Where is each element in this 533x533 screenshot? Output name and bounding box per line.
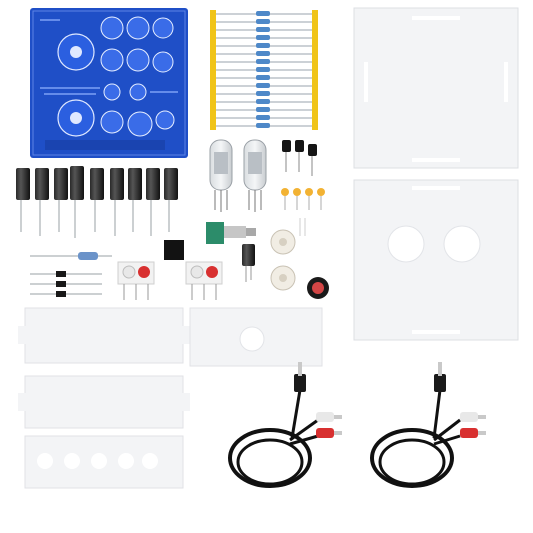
tube-socket — [270, 229, 296, 255]
rca-jack — [185, 261, 223, 300]
leds — [281, 188, 325, 210]
power-jack — [164, 240, 184, 260]
vacuum-tube — [209, 139, 233, 212]
tube-socket-footprint — [57, 99, 95, 137]
pcb-board — [30, 8, 188, 158]
acrylic-side-panel — [18, 375, 190, 429]
tube-socket-footprint — [57, 33, 95, 71]
tube-socket — [270, 265, 296, 291]
acrylic-back-panel — [189, 307, 323, 367]
capacitor-footprints — [100, 16, 175, 137]
hookup-wires — [299, 218, 306, 236]
acrylic-side-panel — [18, 307, 190, 364]
pcb-traces — [40, 19, 178, 95]
transistors — [282, 140, 317, 176]
audio-cable — [370, 362, 486, 488]
vacuum-tube — [243, 139, 267, 212]
acrylic-bottom-panel — [353, 179, 519, 341]
capacitor-row — [16, 166, 178, 238]
acrylic-top-panel — [353, 7, 519, 169]
potentiometer — [206, 222, 256, 244]
small-capacitor — [242, 244, 255, 282]
rca-jack — [117, 261, 155, 300]
acrylic-front-panel — [24, 435, 184, 489]
pcb-title-strip — [45, 140, 165, 150]
audio-cable — [228, 362, 342, 488]
resistor-strip — [210, 10, 318, 130]
volume-knob — [307, 277, 329, 299]
resistor-single — [30, 252, 112, 260]
diodes — [30, 271, 102, 297]
